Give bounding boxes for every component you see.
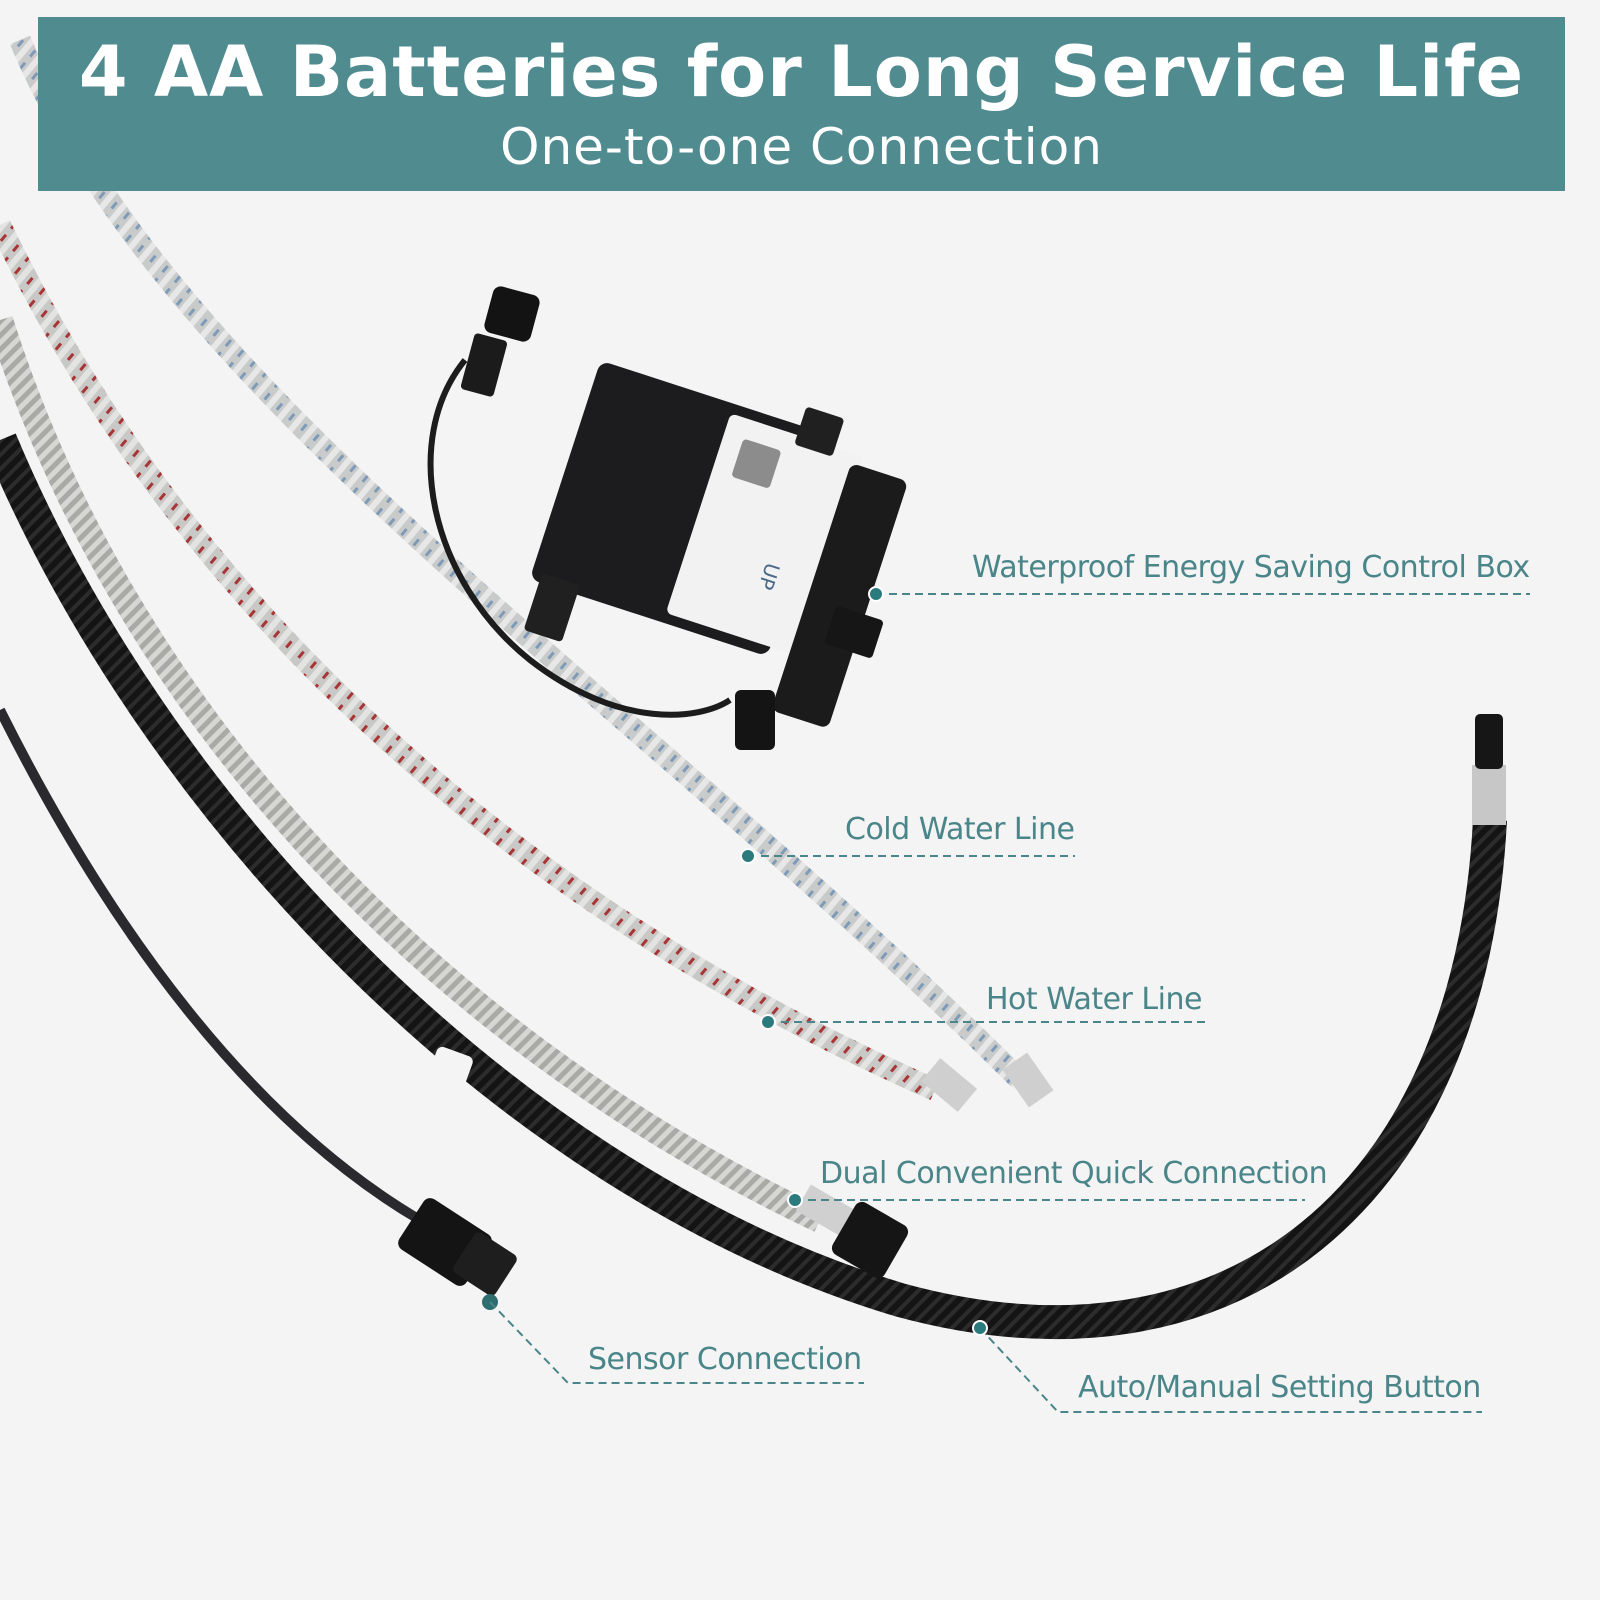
callout-setting-button: Auto/Manual Setting Button [1078, 1370, 1481, 1405]
callout-sensor-connection: Sensor Connection [588, 1342, 862, 1377]
headline: 4 AA Batteries for Long Service Life [78, 31, 1525, 113]
quick-connector [831, 1201, 909, 1279]
subheadline: One-to-one Connection [500, 118, 1103, 176]
title-banner: 4 AA Batteries for Long Service Life One… [38, 17, 1565, 191]
callout-hot-water-line: Hot Water Line [986, 982, 1202, 1017]
control-box-cable [427, 358, 732, 718]
plain-braided-hose [0, 316, 826, 1232]
hose-tip [1475, 714, 1503, 769]
auto-manual-hose [0, 433, 1507, 1339]
callout-cold-water-line: Cold Water Line [845, 812, 1075, 847]
hose-sleeve [1472, 765, 1506, 825]
top-connector [460, 286, 540, 397]
callout-quick-connection: Dual Convenient Quick Connection [820, 1156, 1328, 1191]
hot-water-line [0, 220, 940, 1101]
hose-tag [421, 1046, 473, 1110]
callout-control-box: Waterproof Energy Saving Control Box [972, 550, 1530, 585]
control-box: UP [524, 363, 907, 727]
cold-water-line [9, 35, 1028, 1088]
sensor-cable [0, 707, 423, 1225]
